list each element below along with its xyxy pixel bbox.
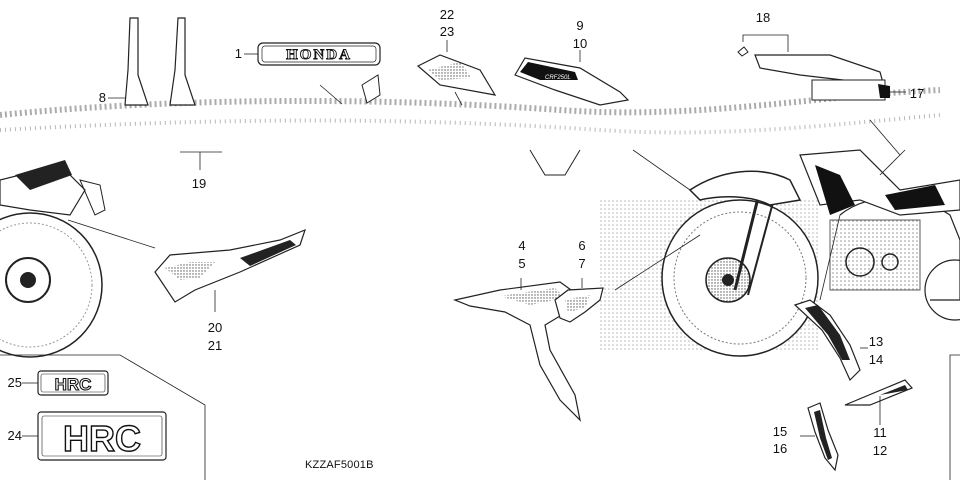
callout-21: 21 — [207, 338, 223, 353]
callout-20: 20 — [207, 320, 223, 335]
callout-10: 10 — [572, 36, 588, 51]
fork-lower-strip — [800, 402, 839, 472]
side-cover-decal — [737, 34, 906, 101]
crf-shroud-decal: CRF250L — [514, 50, 630, 106]
callout-25: 25 — [7, 375, 22, 390]
callout-18: 18 — [755, 10, 771, 25]
honda-logo-decal: HONDA — [244, 42, 381, 66]
hrc-large-text: HRC — [63, 418, 141, 459]
callout-4: 4 — [518, 238, 526, 253]
small-tank-sticker — [319, 74, 381, 105]
callout-9: 9 — [576, 18, 584, 33]
callout-5: 5 — [518, 256, 526, 271]
engine-block — [829, 197, 960, 321]
callout-7: 7 — [578, 256, 586, 271]
callout-11: 11 — [873, 425, 887, 440]
callout-12: 12 — [872, 443, 888, 458]
diagram-code: KZZAF5001B — [305, 459, 374, 471]
fork-wedge — [844, 379, 914, 425]
callout-17: 17 — [909, 86, 925, 101]
rear-wheel — [0, 160, 106, 358]
fork-stripe — [793, 299, 868, 382]
hrc-panel: HRC HRC — [0, 354, 206, 480]
right-panel-corner — [949, 354, 960, 480]
front-wheel — [600, 170, 820, 357]
callout-8: 8 — [98, 90, 106, 105]
crf-text: CRF250L — [545, 75, 571, 81]
hrc-small-text: HRC — [55, 375, 92, 394]
callout-16: 16 — [772, 441, 788, 456]
callout-19: 19 — [191, 176, 207, 191]
front-shroud-installed — [799, 149, 960, 216]
rear-side-stripe — [67, 219, 306, 312]
callout-15: 15 — [772, 424, 788, 439]
callout-14: 14 — [868, 352, 884, 367]
callout-13: 13 — [868, 334, 884, 349]
callout-24: 24 — [7, 428, 22, 443]
callout-1: 1 — [234, 46, 242, 61]
callout-23: 23 — [439, 24, 455, 39]
callout-6: 6 — [578, 238, 586, 253]
callout-22: 22 — [439, 7, 455, 22]
honda-logo-text: HONDA — [286, 47, 352, 63]
seat-bracket-outline — [180, 149, 581, 176]
fork-sticker-pair — [108, 17, 196, 106]
front-shroud-decal — [452, 278, 604, 422]
fin-sticker — [416, 40, 497, 106]
leader-lines — [614, 119, 906, 301]
